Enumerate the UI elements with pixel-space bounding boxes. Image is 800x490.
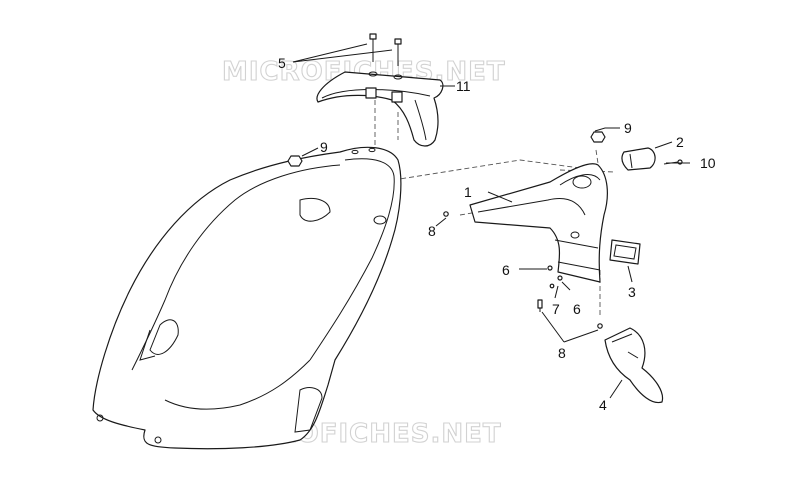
rear-body-cowl (92, 146, 402, 450)
nut-9-light (590, 131, 606, 143)
callout-6-left: 6 (502, 262, 510, 278)
tail-light (621, 147, 656, 171)
callout-9-cowl: 9 (320, 139, 328, 155)
callout-5: 5 (278, 55, 286, 71)
screw-8-left (443, 211, 449, 217)
license-plate-holder (469, 163, 608, 283)
rear-grab-handle (316, 71, 444, 147)
reflector (609, 239, 641, 265)
splash-guard (604, 327, 664, 404)
callout-11: 11 (456, 78, 471, 94)
watermark-top: MICROFICHES.NET (222, 57, 506, 87)
callout-8-lower: 8 (558, 345, 566, 361)
callout-3: 3 (628, 284, 636, 300)
bolt-5-right (394, 38, 402, 66)
callout-2: 2 (676, 134, 684, 150)
leader-lines (292, 43, 690, 399)
callout-7: 7 (552, 301, 560, 317)
bolt-5-left (369, 33, 377, 62)
callout-9-light: 9 (624, 120, 632, 136)
callout-8-left: 8 (428, 223, 436, 239)
callout-6-right: 6 (573, 301, 581, 317)
callout-1: 1 (464, 184, 472, 200)
screw-8-right (597, 323, 603, 329)
screw-8-lower (537, 299, 543, 312)
callout-10: 10 (700, 155, 716, 171)
nut-9-cowl (287, 155, 303, 167)
washer-6 (547, 265, 563, 281)
callout-4: 4 (599, 397, 607, 413)
washer-7 (549, 283, 555, 289)
